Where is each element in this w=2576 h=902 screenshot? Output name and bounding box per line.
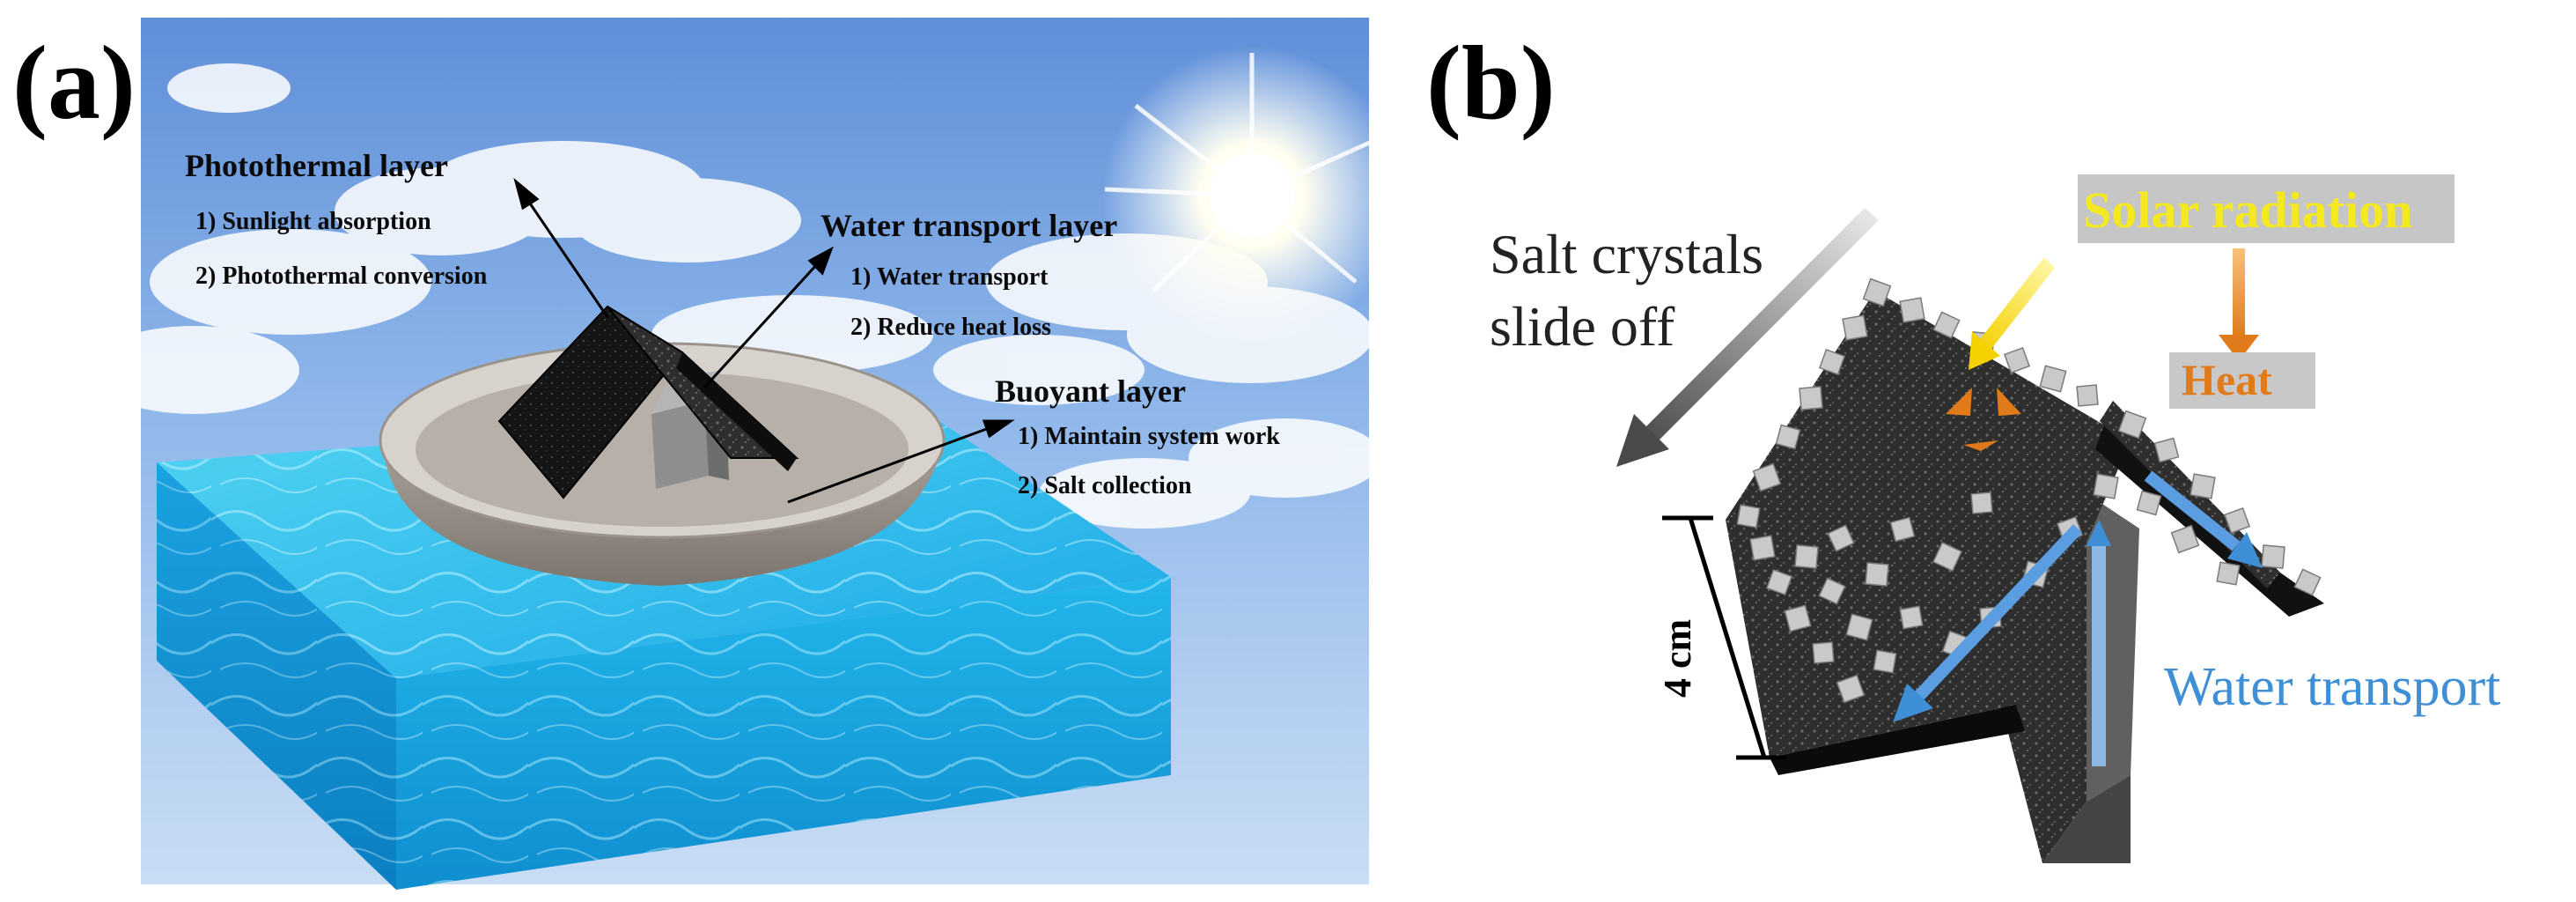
heat-label: Heat xyxy=(2182,355,2272,404)
water-transport-title: Water transport layer xyxy=(821,208,1117,243)
panel-a-illustration: Photothermal layer 1) Sunlight absorptio… xyxy=(88,18,1402,890)
salt-slide-arrow xyxy=(1616,208,1879,467)
height-label: 4 cm xyxy=(1656,619,1699,698)
leader-lines xyxy=(513,177,1015,504)
panel-b-illustration: Salt crystals slide off Solar radiation … xyxy=(1490,174,2500,863)
panel-a-label: (a) xyxy=(12,24,136,141)
sun-icon xyxy=(1102,46,1402,345)
solar-label-box xyxy=(2078,174,2455,243)
heat-label-box xyxy=(2169,352,2315,409)
salt-crystals-line2: slide off xyxy=(1490,295,1675,358)
panel-b-label: (b) xyxy=(1426,24,1556,141)
water-transport-label: Water transport xyxy=(2164,657,2500,717)
salt-cubes xyxy=(1736,277,2322,704)
heat-arrow xyxy=(2219,248,2259,361)
water-arrows xyxy=(1893,470,2263,766)
water-transport-item-1: 1) Water transport xyxy=(850,263,1049,291)
buoyant-item-1: 1) Maintain system work xyxy=(1018,423,1280,450)
solar-arrow xyxy=(1969,257,2055,370)
heat-circulation-icon xyxy=(1946,388,2021,451)
photothermal-item-1: 1) Sunlight absorption xyxy=(195,208,431,235)
buoyant-bowl xyxy=(379,342,946,586)
water-transport-item-2: 2) Reduce heat loss xyxy=(850,314,1051,341)
photothermal-title: Photothermal layer xyxy=(185,148,448,183)
height-dimension xyxy=(1662,515,1787,760)
absorber-left-slope xyxy=(1726,291,2131,775)
buoyant-item-2: 2) Salt collection xyxy=(1018,472,1192,499)
salt-crystals-line1: Salt crystals xyxy=(1490,223,1763,285)
photothermal-roof xyxy=(497,305,799,499)
photothermal-item-2: 2) Photothermal conversion xyxy=(195,262,488,290)
buoyant-title: Buoyant layer xyxy=(995,373,1186,409)
solar-radiation-label: Solar radiation xyxy=(2083,181,2412,239)
